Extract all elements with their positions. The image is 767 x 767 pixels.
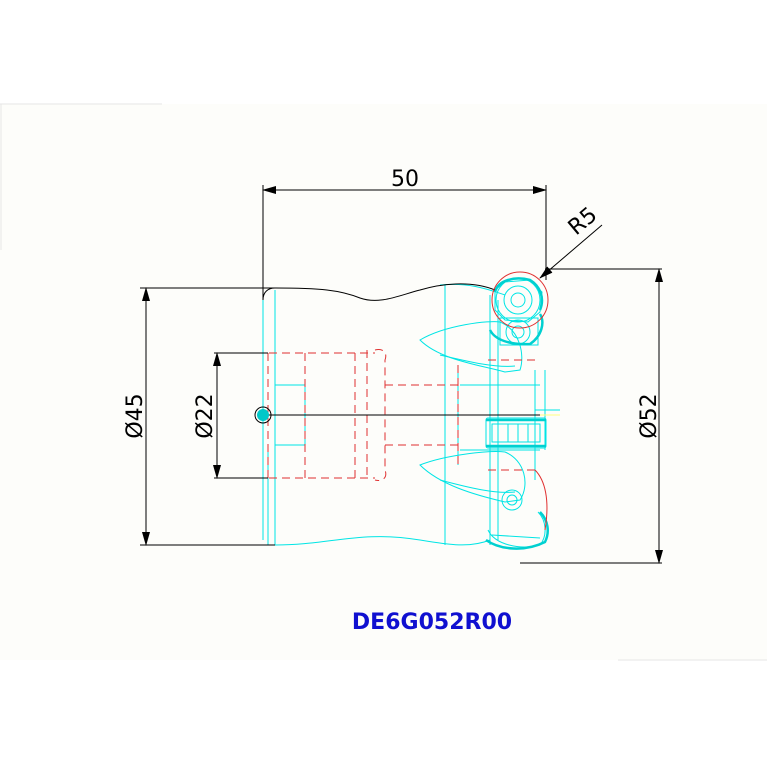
dimension-cutting-diameter: Ø52 bbox=[520, 268, 663, 564]
part-number: DE6G052R00 bbox=[352, 610, 512, 635]
dimension-shank-diameter: Ø45 bbox=[123, 287, 275, 546]
insert-heavy-edges bbox=[485, 277, 549, 550]
dimension-cutting-diameter-label: Ø52 bbox=[637, 393, 662, 438]
dimension-bore-diameter-label: Ø22 bbox=[193, 393, 218, 438]
center-mark bbox=[257, 409, 269, 421]
dimension-length: 50 bbox=[262, 167, 547, 300]
insert-seat-hidden bbox=[491, 271, 549, 531]
dimension-bore-diameter: Ø22 bbox=[193, 352, 268, 479]
sheet-background bbox=[0, 104, 767, 660]
dimension-length-label: 50 bbox=[391, 167, 419, 192]
center-mark-ring bbox=[254, 406, 272, 424]
dimension-shank-diameter-label: Ø45 bbox=[123, 393, 148, 438]
body-top-edge bbox=[262, 283, 496, 301]
